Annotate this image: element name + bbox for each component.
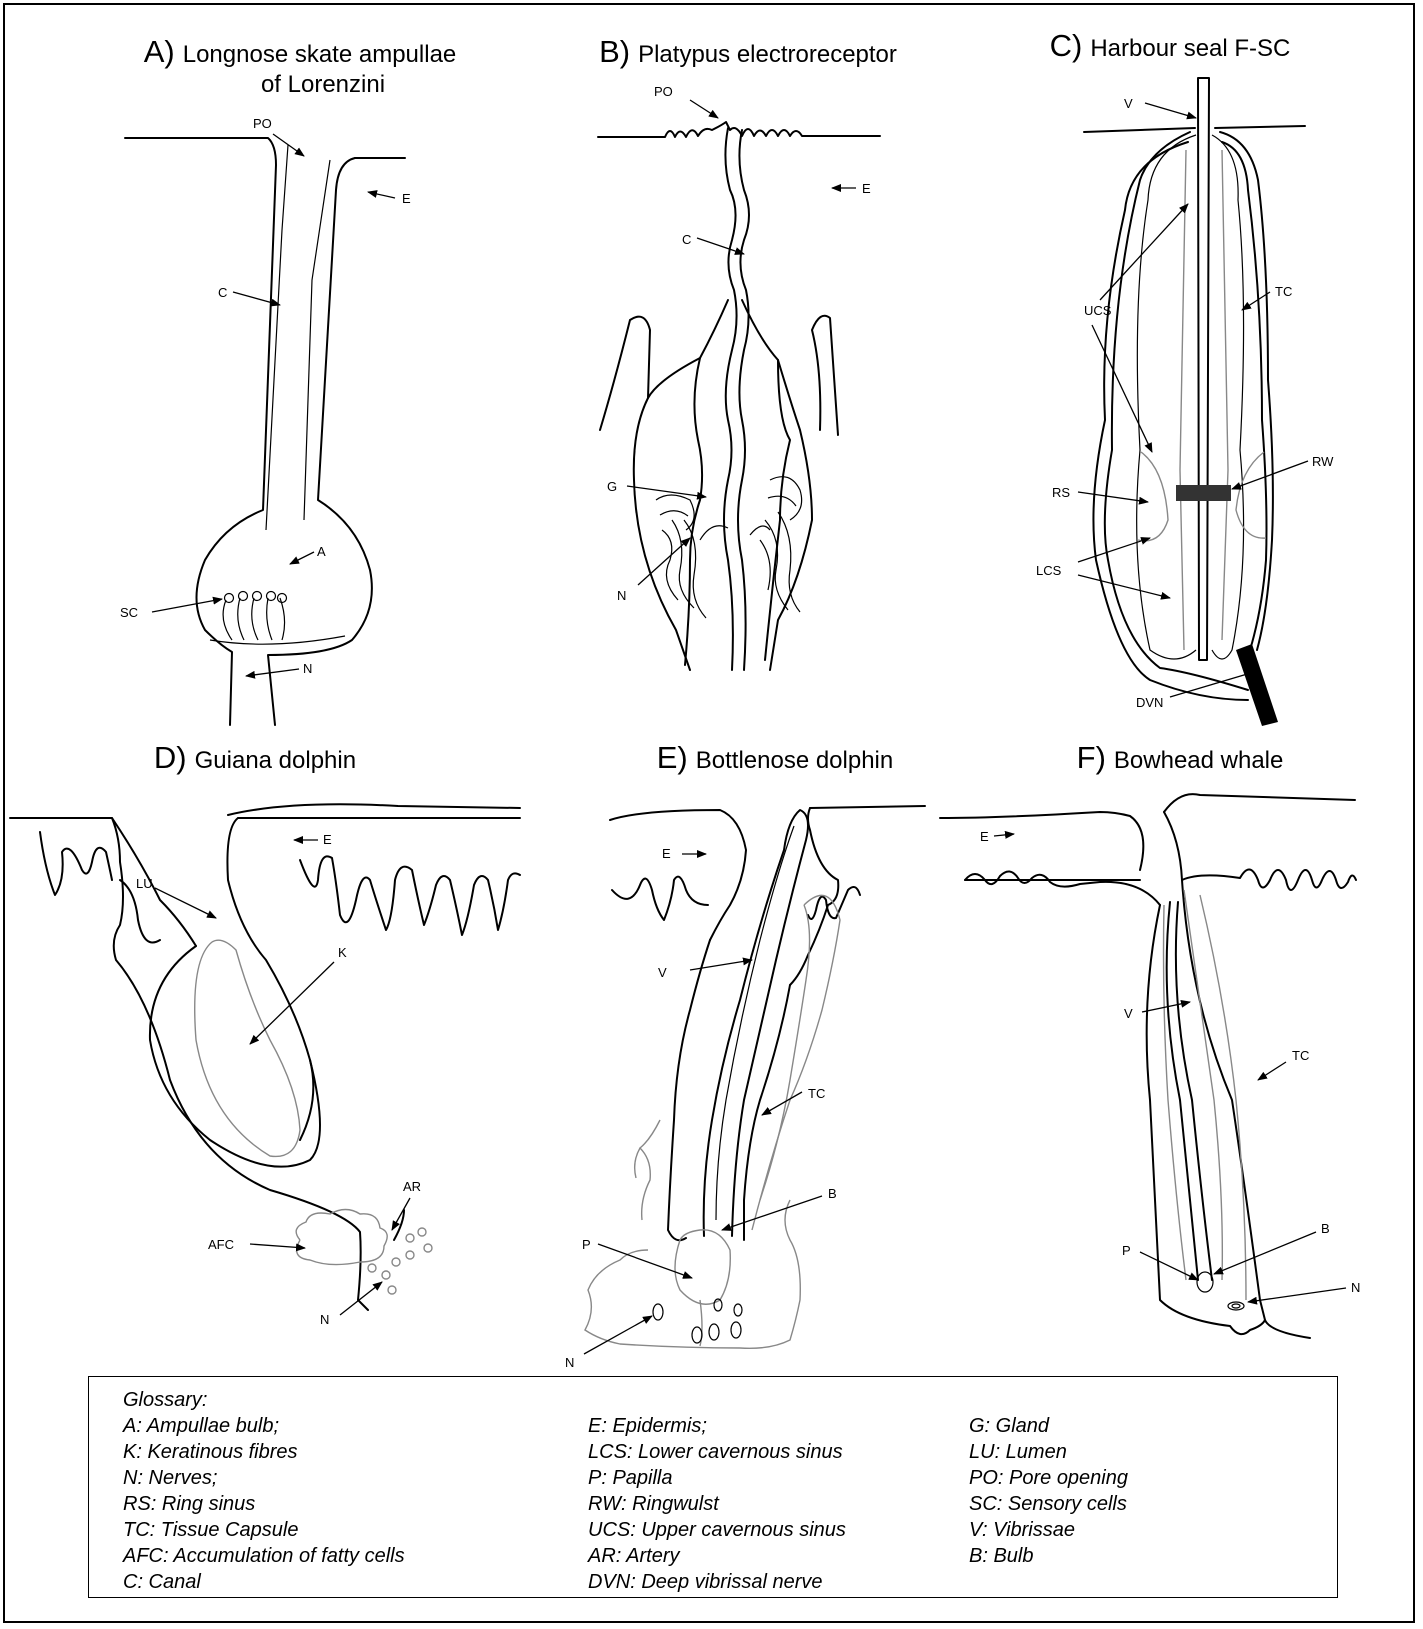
label-e-tc: TC — [808, 1086, 825, 1101]
label-c-rs: RS — [1052, 485, 1070, 500]
label-f-b: B — [1321, 1221, 1330, 1236]
label-d-k: K — [338, 945, 347, 960]
glossary-entry: AFC: Accumulation of fatty cells — [123, 1543, 405, 1569]
label-e-n: N — [565, 1355, 574, 1370]
glossary-entry: UCS: Upper cavernous sinus — [588, 1517, 846, 1543]
glossary-entry: DVN: Deep vibrissal nerve — [588, 1569, 846, 1595]
label-e-v: V — [658, 965, 667, 980]
panel-d-title: D)Guiana dolphin — [154, 740, 356, 775]
panel-a-title-line2: of Lorenzini — [261, 71, 385, 98]
label-d-n: N — [320, 1312, 329, 1327]
label-d-ar: AR — [403, 1179, 421, 1194]
label-b-g: G — [607, 479, 617, 494]
panel-a-labels: PO E C A SC N — [120, 116, 411, 676]
label-f-v: V — [1124, 1006, 1133, 1021]
glossary-entry: RS: Ring sinus — [123, 1491, 405, 1517]
glossary-entry: C: Canal — [123, 1569, 405, 1595]
panel-b-title: B)Platypus electroreceptor — [599, 34, 897, 69]
label-b-e: E — [862, 181, 871, 196]
panel-c-drawing — [1084, 78, 1305, 726]
glossary-entry: V: Vibrissae — [969, 1517, 1128, 1543]
panel-b-drawing — [598, 122, 880, 670]
glossary-column-1: A: Ampullae bulb; K: Keratinous fibres N… — [123, 1413, 405, 1595]
panel-e-drawing — [585, 806, 925, 1348]
panel-d-drawing — [10, 804, 520, 1310]
panel-a-title: A)Longnose skate ampullae — [144, 34, 457, 69]
panel-f-labels: E V TC B P N — [980, 829, 1360, 1302]
label-a-a: A — [317, 544, 326, 559]
glossary-entry: PO: Pore opening — [969, 1465, 1128, 1491]
label-a-po: PO — [253, 116, 272, 131]
glossary-column-3: G: Gland LU: Lumen PO: Pore opening SC: … — [969, 1413, 1128, 1569]
label-c-dvn: DVN — [1136, 695, 1163, 710]
glossary-title: Glossary: — [123, 1387, 207, 1413]
glossary-entry: AR: Artery — [588, 1543, 846, 1569]
label-e-b: B — [828, 1186, 837, 1201]
glossary-entry: K: Keratinous fibres — [123, 1439, 405, 1465]
label-c-ucs: UCS — [1084, 303, 1112, 318]
label-a-c: C — [218, 285, 227, 300]
label-a-e: E — [402, 191, 411, 206]
glossary-entry: P: Papilla — [588, 1465, 846, 1491]
label-a-n: N — [303, 661, 312, 676]
label-f-p: P — [1122, 1243, 1131, 1258]
label-f-e: E — [980, 829, 989, 844]
label-c-lcs: LCS — [1036, 563, 1062, 578]
glossary-column-2: E: Epidermis; LCS: Lower cavernous sinus… — [588, 1413, 846, 1595]
glossary-box: Glossary: A: Ampullae bulb; K: Keratinou… — [88, 1376, 1338, 1598]
panel-f-title: F)Bowhead whale — [1077, 740, 1284, 775]
glossary-entry: SC: Sensory cells — [969, 1491, 1128, 1517]
label-c-rw: RW — [1312, 454, 1334, 469]
label-b-n: N — [617, 588, 626, 603]
panel-e-labels: E V TC B P N — [565, 846, 837, 1370]
label-f-n: N — [1351, 1280, 1360, 1295]
label-e-e: E — [662, 846, 671, 861]
label-c-v: V — [1124, 96, 1133, 111]
label-e-p: P — [582, 1237, 591, 1252]
label-d-afc: AFC — [208, 1237, 234, 1252]
label-d-lu: LU — [136, 876, 153, 891]
glossary-entry: N: Nerves; — [123, 1465, 405, 1491]
glossary-entry: A: Ampullae bulb; — [123, 1413, 405, 1439]
label-f-tc: TC — [1292, 1048, 1309, 1063]
label-b-po: PO — [654, 84, 673, 99]
label-d-e: E — [323, 832, 332, 847]
panel-c-title: C)Harbour seal F-SC — [1050, 28, 1291, 63]
glossary-entry: G: Gland — [969, 1413, 1128, 1439]
glossary-entry: TC: Tissue Capsule — [123, 1517, 405, 1543]
panel-a-drawing — [125, 138, 405, 725]
glossary-entry: E: Epidermis; — [588, 1413, 846, 1439]
label-c-tc: TC — [1275, 284, 1292, 299]
glossary-entry: B: Bulb — [969, 1543, 1128, 1569]
glossary-entry: RW: Ringwulst — [588, 1491, 846, 1517]
label-a-sc: SC — [120, 605, 138, 620]
panel-e-title: E)Bottlenose dolphin — [657, 740, 893, 775]
glossary-entry: LCS: Lower cavernous sinus — [588, 1439, 846, 1465]
glossary-entry: LU: Lumen — [969, 1439, 1128, 1465]
label-b-c: C — [682, 232, 691, 247]
